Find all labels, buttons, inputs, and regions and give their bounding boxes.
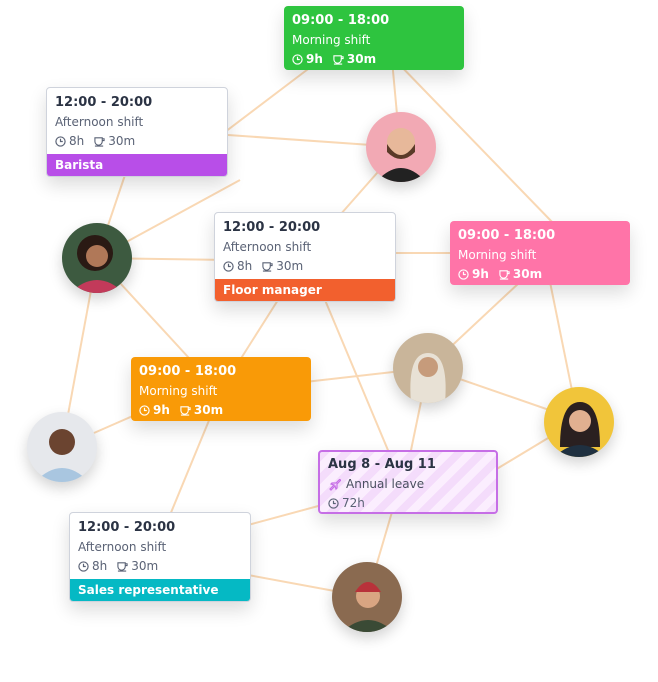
person-photo: [35, 429, 89, 482]
shift-break: 30m: [346, 52, 377, 66]
shift-hours: 9h: [153, 403, 170, 417]
clock-icon: [55, 135, 66, 147]
coffee-cup-icon: [94, 136, 105, 147]
coffee-cup-icon: [262, 261, 273, 272]
coffee-cup-icon: [499, 269, 510, 280]
shift-break: 30m: [276, 259, 304, 273]
shift-name: Morning shift: [458, 248, 537, 262]
shift-time: 09:00 - 18:00: [139, 364, 237, 379]
clock-icon: [328, 497, 339, 509]
leave-card[interactable]: Aug 8 - Aug 11 Annual leave 72h: [318, 450, 498, 514]
avatar-smiling-man[interactable]: [27, 412, 97, 482]
shift-time: 12:00 - 20:00: [78, 520, 176, 535]
coffee-cup-icon: [333, 54, 344, 65]
clock-icon: [458, 268, 469, 280]
shift-hours: 9h: [306, 52, 323, 66]
clock-icon: [223, 260, 234, 272]
leave-type: Annual leave: [346, 477, 425, 491]
shift-break: 30m: [108, 134, 136, 148]
avatar-man-beanie[interactable]: [332, 562, 402, 632]
shift-time: 09:00 - 18:00: [458, 228, 556, 243]
shift-hours: 8h: [92, 559, 108, 573]
person-photo: [376, 128, 426, 182]
shift-card-floor-manager[interactable]: 12:00 - 20:00 Afternoon shift 8h 30m Floo…: [214, 212, 396, 302]
avatar-woman-curly-hair[interactable]: [62, 223, 132, 293]
clock-icon: [78, 560, 89, 572]
airplane-icon: [329, 478, 342, 491]
person-photo: [554, 402, 606, 457]
person-photo: [70, 235, 124, 293]
shift-card-barista[interactable]: 12:00 - 20:00 Afternoon shift 8h 30m Bari…: [46, 87, 228, 177]
shift-name: Morning shift: [292, 33, 371, 47]
shift-hours: 9h: [472, 267, 489, 281]
avatar-woman-hijab[interactable]: [393, 333, 463, 403]
coffee-cup-icon: [180, 405, 191, 416]
shift-break: 30m: [193, 403, 224, 417]
role-label: Barista: [47, 154, 227, 176]
clock-icon: [139, 404, 150, 416]
shift-break: 30m: [512, 267, 543, 281]
shift-name: Afternoon shift: [55, 115, 144, 129]
shift-break: 30m: [131, 559, 159, 573]
leave-hours: 72h: [342, 496, 365, 510]
shift-name: Afternoon shift: [223, 240, 312, 254]
shift-hours: 8h: [69, 134, 85, 148]
avatar-bearded-man[interactable]: [366, 112, 436, 182]
shift-name: Afternoon shift: [78, 540, 167, 554]
shift-name: Morning shift: [139, 384, 218, 398]
role-label: Sales representative: [70, 579, 250, 601]
coffee-cup-icon: [117, 561, 128, 572]
shift-card-sales-representative[interactable]: 12:00 - 20:00 Afternoon shift 8h 30m Sale…: [69, 512, 251, 602]
shift-card-morning-green[interactable]: 09:00 - 18:00 Morning shift 9h 30m: [284, 6, 464, 70]
person-photo: [410, 353, 446, 403]
person-photo: [342, 582, 394, 632]
shift-card-morning-orange[interactable]: 09:00 - 18:00 Morning shift 9h 30m: [131, 357, 311, 421]
shift-time: 12:00 - 20:00: [223, 220, 321, 235]
shift-time: 09:00 - 18:00: [292, 13, 390, 28]
avatar-woman-yellow-background[interactable]: [544, 387, 614, 457]
shift-time: 12:00 - 20:00: [55, 95, 153, 110]
role-label: Floor manager: [215, 279, 395, 301]
leave-dates: Aug 8 - Aug 11: [328, 457, 436, 472]
shift-hours: 8h: [237, 259, 253, 273]
clock-icon: [292, 53, 303, 65]
shift-card-morning-pink[interactable]: 09:00 - 18:00 Morning shift 9h 30m: [450, 221, 630, 285]
